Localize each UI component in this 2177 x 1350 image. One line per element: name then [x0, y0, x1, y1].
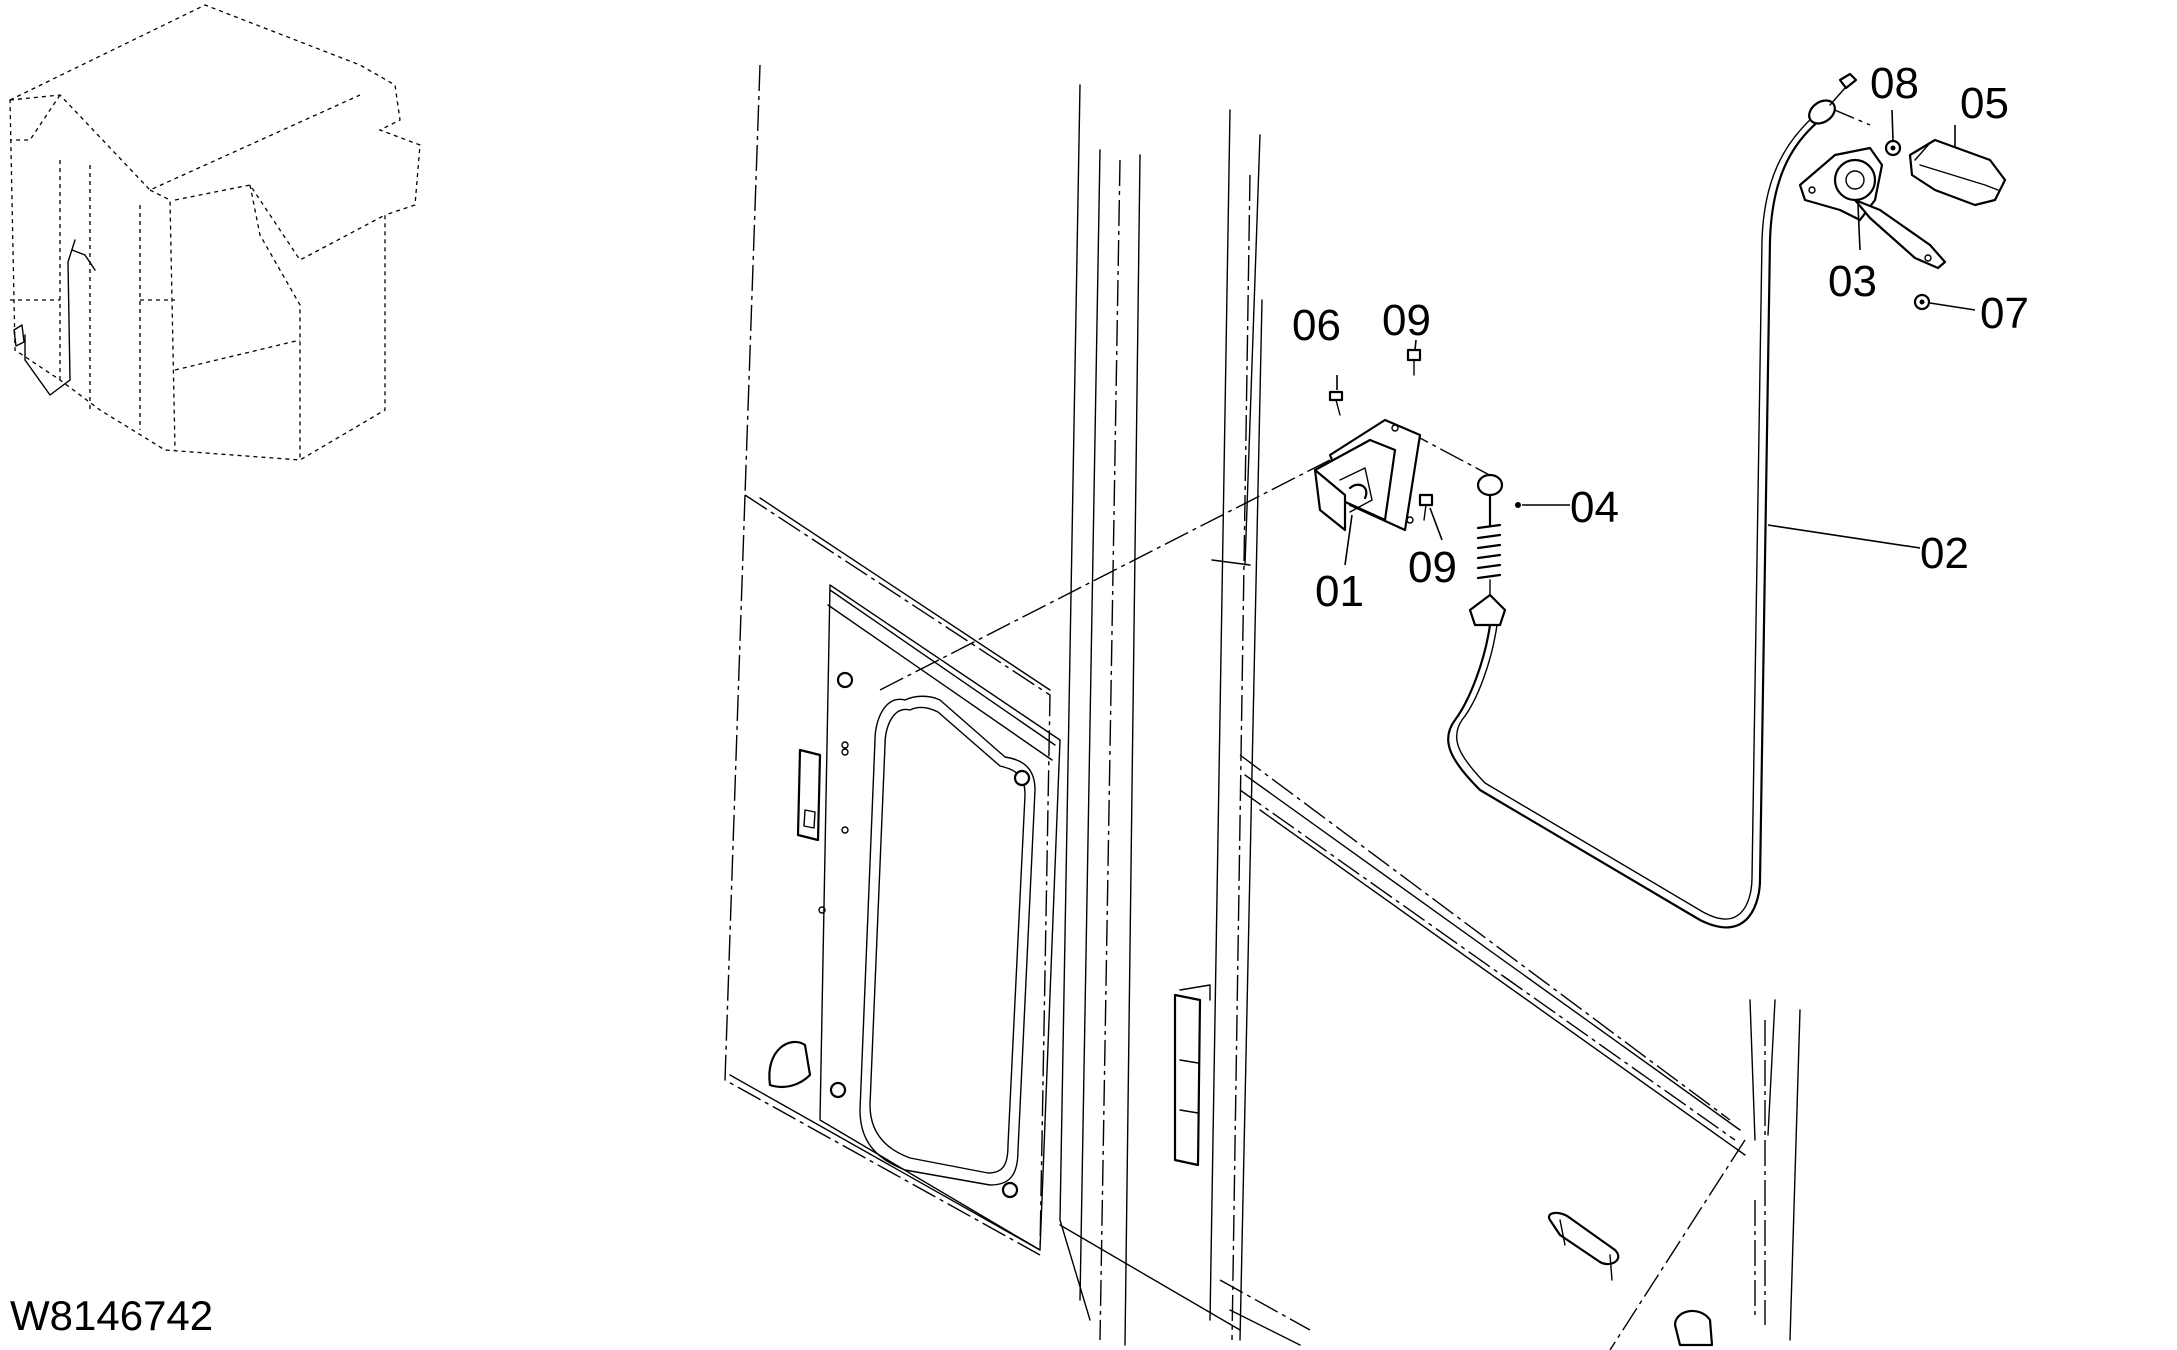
- callout-01: 01: [1315, 567, 1364, 616]
- door-lock-assembly: [1313, 418, 1422, 532]
- nut-07: [1913, 293, 1931, 311]
- callout-09-lower: 09: [1408, 543, 1457, 592]
- cab-door-frame: [724, 64, 1801, 1350]
- release-cable: [1447, 118, 1822, 929]
- alignment-line-3: [1829, 107, 1871, 126]
- leader-lines: [1336, 109, 1976, 566]
- callout-08: 08: [1870, 59, 1919, 108]
- clip-04-and-spring: [1468, 473, 1521, 627]
- screw-09-upper: [1406, 348, 1422, 376]
- document-id: W8146742: [10, 1292, 213, 1339]
- callout-04: 04: [1570, 483, 1619, 532]
- alignment-line: [879, 459, 1331, 691]
- cab-overview-thumbnail: [9, 4, 421, 461]
- callout-07: 07: [1980, 289, 2029, 338]
- screw-09-lower: [1418, 493, 1434, 521]
- handle-05: [1908, 138, 2007, 207]
- callout-03: 03: [1828, 257, 1877, 306]
- release-cable-inner: [1455, 117, 1813, 920]
- cable-end-fitting: [1808, 72, 1858, 125]
- nut-08: [1884, 139, 1902, 157]
- callout-06: 06: [1292, 301, 1341, 350]
- callout-02: 02: [1920, 529, 1969, 578]
- handle-bracket-03: [1798, 146, 1947, 270]
- callout-09-upper: 09: [1382, 296, 1431, 345]
- callout-05: 05: [1960, 79, 2009, 128]
- screw-06: [1328, 390, 1344, 416]
